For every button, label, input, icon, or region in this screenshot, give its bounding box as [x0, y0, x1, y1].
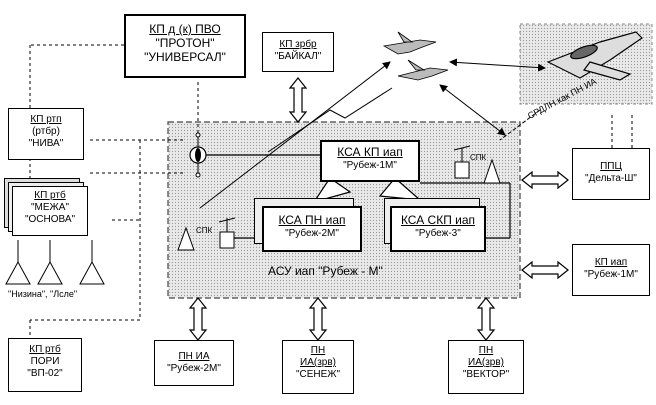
pn-ia-vektor-line1: ИА(зрв) — [468, 357, 504, 368]
ksa-pn-box: КСА ПН иап "Рубеж-2М" — [262, 206, 362, 252]
kp-rtb-bottom-line2: "ВП-02" — [27, 368, 63, 379]
ksa-skp-line1: "Рубеж-3" — [415, 228, 461, 239]
spk-label-2: СПК — [196, 226, 213, 235]
kp-rtb-bottom-box: КП ртб ПОРИ "ВП-02" — [8, 338, 82, 392]
kp-pvo-line2: "УНИВЕРСАЛ" — [144, 50, 226, 64]
pn-ia-vektor-line2: "ВЕКТОР" — [462, 369, 510, 380]
kp-zrbr-line1: "БАЙКАЛ" — [274, 51, 322, 62]
kp-pvo-line1: "ПРОТОН" — [155, 36, 215, 50]
switch-symbol — [189, 132, 320, 178]
kp-rtp-title: КП ртп — [30, 114, 62, 125]
kp-rtb-bottom-title: КП ртб — [29, 344, 61, 355]
pn-ia-vektor-title: ПН — [478, 345, 494, 356]
fighter-1 — [382, 31, 437, 55]
pn-ia-senezh-line2: "СЕНЕЖ" — [295, 369, 341, 380]
kp-rtp-box: КП ртп (ртбр) "НИВА" — [8, 108, 84, 160]
pn-ia-senezh-line1: ИА(зрв) — [300, 357, 336, 368]
pn-ia-title: ПН ИА — [178, 351, 210, 362]
kp-rtb-box: КП ртб "МЕЖА" "ОСНОВА" — [12, 186, 88, 236]
kp-rtp-line1: (ртбр) — [32, 126, 60, 137]
ppc-line1: "Дельта-Ш" — [585, 173, 637, 184]
ksa-kp-box: КСА КП иап "Рубеж-1М" — [320, 140, 420, 182]
kp-pvo-title: КП д (к) ПВО — [149, 22, 221, 36]
fighter-2 — [397, 59, 449, 81]
kp-iap-line1: "Рубеж-1М" — [584, 269, 638, 280]
kp-rtb-line1: "МЕЖА" — [30, 202, 69, 213]
radio-link — [267, 87, 393, 153]
pn-ia-senezh-title: ПН — [310, 345, 326, 356]
ksa-skp-box: КСА СКП иап "Рубеж-3" — [390, 206, 486, 252]
asu-label: АСУ иап "Рубеж - М" — [268, 264, 383, 278]
pn-ia-line1: "Рубеж-2М" — [167, 363, 221, 374]
ksa-pn-line1: "Рубеж-2М" — [285, 228, 339, 239]
spk-label-1: СПК — [470, 153, 487, 162]
ksa-pn-title: КСА ПН иап — [278, 213, 346, 227]
kp-rtb-line2: "ОСНОВА" — [24, 214, 76, 225]
ksa-kp-line1: "Рубеж-1М" — [343, 160, 397, 171]
kp-pvo-box: КП д (к) ПВО "ПРОТОН" "УНИВЕРСАЛ" — [124, 14, 246, 78]
ksa-kp-title: КСА КП иап — [337, 145, 403, 159]
kp-rtb-bottom-line1: ПОРИ — [30, 356, 60, 367]
kp-iap-box: КП иап "Рубеж-1М" — [572, 244, 650, 296]
pn-ia-vektor-box: ПН ИА(зрв) "ВЕКТОР" — [448, 340, 524, 394]
pn-ia-box: ПН ИА "Рубеж-2М" — [154, 340, 234, 386]
ppc-title: ППЦ — [600, 161, 622, 172]
radar-stations — [5, 240, 105, 285]
kp-iap-title: КП иап — [594, 257, 628, 268]
spk-antenna-1 — [453, 145, 501, 184]
kp-rtb-title: КП ртб — [34, 190, 66, 201]
ksa-skp-title: КСА СКП иап — [400, 213, 476, 227]
radars-label: "Низина", "Лсле" — [8, 289, 78, 299]
ppc-box: ППЦ "Дельта-Ш" — [572, 148, 650, 200]
kp-zrbr-box: КП зрбр "БАЙКАЛ" — [262, 32, 334, 72]
pn-ia-senezh-box: ПН ИА(зрв) "СЕНЕЖ" — [282, 340, 354, 394]
awacs-plane — [546, 31, 643, 81]
kp-rtp-line2: "НИВА" — [28, 138, 64, 149]
kp-zrbr-title: КП зрбр — [279, 39, 317, 50]
spk-antenna-2 — [177, 217, 236, 251]
